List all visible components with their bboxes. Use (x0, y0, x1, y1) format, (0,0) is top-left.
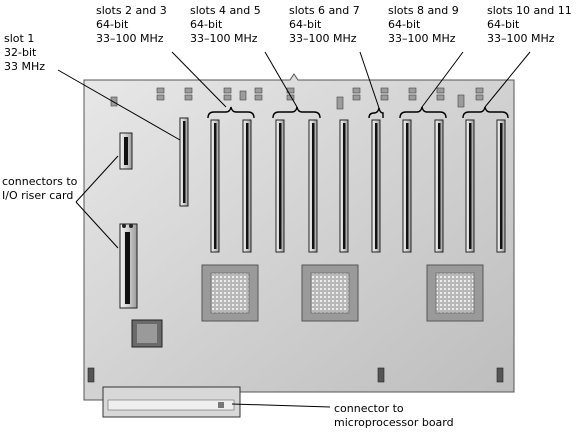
label-slot-1-line3: 33 MHz (4, 60, 46, 73)
label-slots-6-7-line3: 33–100 MHz (289, 32, 357, 45)
label-slots-6-7-line1: slots 6 and 7 (289, 4, 360, 17)
leader-lines (57, 51, 531, 408)
pci-slots-2-11 (210, 119, 506, 253)
label-slots-10-11: slots 10 and 11 64-bit 33–100 MHz (487, 4, 572, 46)
label-slots-8-9-line2: 64-bit (388, 18, 421, 31)
label-slots-4-5: slots 4 and 5 64-bit 33–100 MHz (190, 4, 261, 46)
label-microprocessor-connector: connector to microprocessor board (334, 402, 454, 430)
standoffs (87, 367, 504, 383)
label-slot-1-line2: 32-bit (4, 46, 37, 59)
label-slots-10-11-line2: 64-bit (487, 18, 520, 31)
label-slots-8-9-line1: slots 8 and 9 (388, 4, 459, 17)
label-micro-line2: microprocessor board (334, 416, 454, 429)
label-slots-2-3-line3: 33–100 MHz (96, 32, 164, 45)
label-slots-8-9-line3: 33–100 MHz (388, 32, 456, 45)
label-slots-4-5-line2: 64-bit (190, 18, 223, 31)
label-micro-line1: connector to (334, 402, 404, 415)
label-slots-8-9: slots 8 and 9 64-bit 33–100 MHz (388, 4, 459, 46)
label-slots-6-7: slots 6 and 7 64-bit 33–100 MHz (289, 4, 360, 46)
label-slots-2-3: slots 2 and 3 64-bit 33–100 MHz (96, 4, 167, 46)
label-slots-4-5-line3: 33–100 MHz (190, 32, 258, 45)
label-slots-4-5-line1: slots 4 and 5 (190, 4, 261, 17)
label-slots-6-7-line2: 64-bit (289, 18, 322, 31)
label-io-riser-line2: I/O riser card (2, 189, 74, 202)
label-slots-10-11-line3: 33–100 MHz (487, 32, 555, 45)
label-slot-1-line1: slot 1 (4, 32, 35, 45)
chips (131, 264, 484, 348)
label-slot-1: slot 1 32-bit 33 MHz (4, 32, 45, 74)
label-slots-2-3-line1: slots 2 and 3 (96, 4, 167, 17)
system-board (83, 73, 515, 401)
label-slots-10-11-line1: slots 10 and 11 (487, 4, 572, 17)
top-components (110, 87, 484, 110)
label-io-riser-line1: connectors to (2, 175, 78, 188)
label-io-riser-connectors: connectors to I/O riser card (2, 175, 77, 203)
label-slots-2-3-line2: 64-bit (96, 18, 129, 31)
